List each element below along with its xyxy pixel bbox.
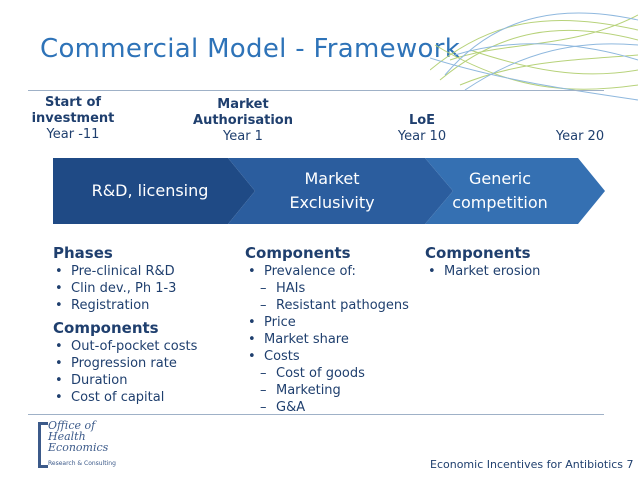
list-item-text: Market erosion: [444, 264, 541, 279]
milestone-year: Year -11: [46, 127, 100, 142]
bullet-icon: •: [248, 332, 256, 347]
arrow-rd: [53, 158, 255, 224]
list-item: • Registration: [55, 297, 176, 314]
components-list-2: •Prevalence of: –HAIs –Resistant pathoge…: [248, 263, 409, 416]
list-item: • Out-of-pocket costs: [55, 338, 197, 355]
milestone-year: Year 10: [397, 129, 447, 144]
list-item: • Market share: [248, 331, 409, 348]
bottom-divider: [28, 414, 604, 415]
dash-icon: –: [260, 298, 267, 313]
arrow-market-line1: Market: [304, 169, 360, 188]
milestone-start: Start of investment Year -11: [18, 95, 128, 143]
list-item-text: Progression rate: [71, 356, 177, 371]
bullet-icon: •: [55, 264, 63, 279]
list-item: • Price: [248, 314, 409, 331]
list-item-text: Cost of goods: [276, 366, 365, 381]
arrow-market-line2: Exclusivity: [289, 193, 375, 212]
bullet-icon: •: [248, 349, 256, 364]
list-item: • Duration: [55, 372, 197, 389]
logo-subtitle: Research & Consulting: [48, 460, 116, 467]
components-title-1: Components: [53, 319, 159, 337]
list-item: • Costs: [248, 348, 409, 365]
milestone-loe: LoE Year 10: [372, 113, 472, 145]
dash-icon: –: [260, 400, 267, 415]
logo-line: Economics: [48, 441, 109, 454]
milestone-name: Market Authorisation: [193, 97, 293, 128]
dash-icon: –: [260, 281, 267, 296]
phases-list: • Pre-clinical R&D • Clin dev., Ph 1-3 • Re…: [55, 263, 176, 314]
milestone-name: Start of investment: [31, 95, 115, 126]
list-item: • Market erosion: [428, 263, 540, 280]
list-item-text: HAIs: [276, 281, 306, 296]
list-item-text: Costs: [264, 349, 300, 364]
components-list-3: • Market erosion: [428, 263, 540, 280]
bullet-icon: •: [55, 373, 63, 388]
logo-line: Office of: [48, 419, 96, 432]
list-item-text: Clin dev., Ph 1-3: [71, 281, 177, 296]
bullet-icon: •: [55, 339, 63, 354]
list-item-text: Resistant pathogens: [276, 298, 409, 313]
arrow-generic: [425, 158, 605, 224]
list-item-text: Marketing: [276, 383, 341, 398]
list-item: • Clin dev., Ph 1-3: [55, 280, 176, 297]
list-item: –Marketing: [248, 382, 409, 399]
list-item: –Cost of goods: [248, 365, 409, 382]
timeline-arrows: [53, 158, 605, 224]
bullet-icon: •: [55, 356, 63, 371]
list-item-text: Duration: [71, 373, 128, 388]
top-divider: [28, 90, 604, 91]
components-title-2: Components: [245, 244, 351, 262]
arrow-generic-label: Generic competition: [435, 167, 565, 215]
bullet-icon: •: [248, 315, 256, 330]
list-item-text: G&A: [276, 400, 306, 415]
dash-icon: –: [260, 383, 267, 398]
milestone-authorisation: Market Authorisation Year 1: [183, 97, 303, 145]
phases-title: Phases: [53, 244, 113, 262]
list-item: • Cost of capital: [55, 389, 197, 406]
arrow-rd-label: R&D, licensing: [91, 181, 209, 200]
components-list-1: • Out-of-pocket costs • Progression rate •…: [55, 338, 197, 406]
arrow-generic-line1: Generic: [468, 169, 532, 188]
list-item: –G&A: [248, 399, 409, 416]
list-item-text: Cost of capital: [71, 390, 165, 405]
arrow-market: [228, 158, 453, 224]
milestone-name: LoE: [408, 113, 436, 128]
list-item-text: Prevalence of:: [264, 264, 356, 279]
milestone-year: Year 20: [555, 129, 605, 144]
logo-text: Office of Health Economics: [48, 420, 108, 453]
components-title-3: Components: [425, 244, 531, 262]
list-item-text: Price: [264, 315, 296, 330]
list-item-text: Out-of-pocket costs: [71, 339, 198, 354]
list-item: • Progression rate: [55, 355, 197, 372]
dash-icon: –: [260, 366, 267, 381]
list-item-text: Market share: [264, 332, 349, 347]
decorative-swoosh: [430, 12, 638, 101]
bullet-icon: •: [55, 298, 63, 313]
arrow-market-label: Market Exclusivity: [262, 167, 402, 215]
list-item-text: Registration: [71, 298, 150, 313]
bullet-icon: •: [248, 264, 256, 279]
bullet-icon: •: [428, 264, 436, 279]
ohe-logo: Office of Health Economics Research & Co…: [38, 420, 126, 476]
milestone-end: Year 20: [540, 129, 620, 145]
slide-title: Commercial Model - Framework: [40, 34, 461, 64]
list-item: –HAIs: [248, 280, 409, 297]
list-item: • Pre-clinical R&D: [55, 263, 176, 280]
arrow-generic-line2: competition: [452, 193, 548, 212]
bullet-icon: •: [55, 281, 63, 296]
logo-bracket-icon: [38, 422, 48, 468]
milestone-year: Year 1: [223, 129, 263, 144]
footer-text: Economic Incentives for Antibiotics 7: [430, 458, 634, 471]
bullet-icon: •: [55, 390, 63, 405]
list-item: • Prevalence of:: [248, 263, 409, 280]
list-item-text: Pre-clinical R&D: [71, 264, 175, 279]
list-item: –Resistant pathogens: [248, 297, 409, 314]
logo-line: Health: [48, 430, 86, 443]
